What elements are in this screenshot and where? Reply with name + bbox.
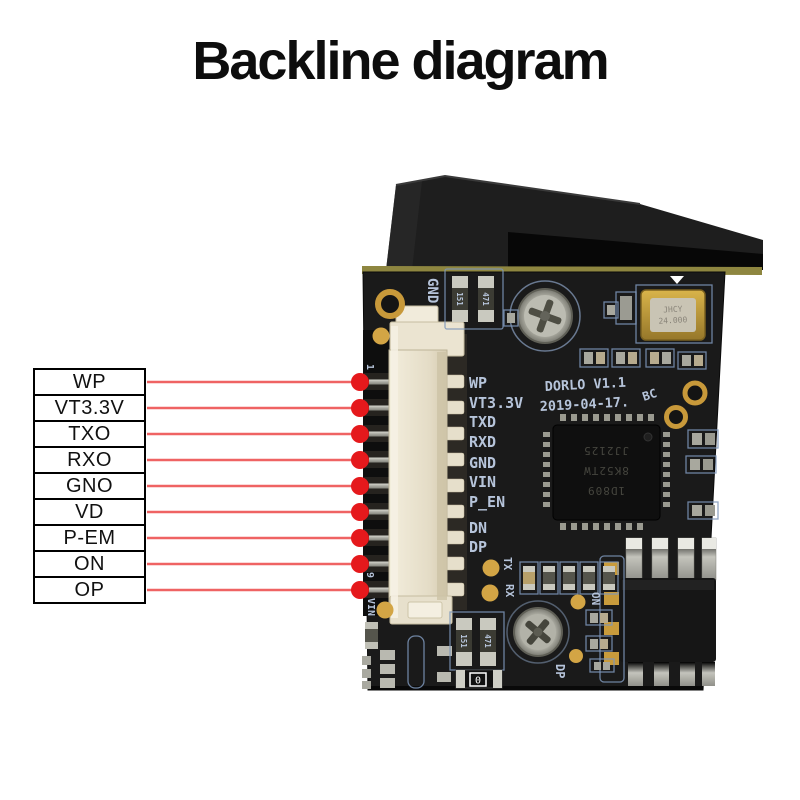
smd-resistor-pair-top: 151 471	[444, 268, 504, 330]
main-chip-marking: 1D809	[587, 484, 625, 497]
pin-label-wp: WP	[72, 371, 107, 393]
leader-dot	[351, 529, 369, 547]
pin-label-rxo: RXO	[35, 446, 144, 472]
screw-top	[503, 280, 619, 352]
silkscreen-pin-label: P_EN	[469, 493, 505, 511]
leader-dot	[351, 477, 369, 495]
main-chip: 1D809 8K52TW JJ2125	[543, 414, 670, 530]
pin1-label: 1	[364, 364, 375, 370]
page-title: Backline diagram	[192, 31, 609, 91]
on-label: ON	[589, 592, 602, 605]
leader-dot	[351, 425, 369, 443]
silkscreen-pin-label: TXD	[469, 413, 496, 431]
resistor-marking: 151	[455, 292, 464, 306]
leader-dot	[351, 399, 369, 417]
smd-components-row	[579, 348, 707, 370]
uart-pads	[481, 559, 619, 602]
pin-label-vd: VD	[35, 498, 144, 524]
silkscreen-labels: WP VT3.3V TXD RXD GND VIN P_EN DN DP DOR…	[364, 278, 659, 678]
screw-bottom	[506, 600, 570, 664]
pin-label-table: WP VT3.3V TXO RXO GNO VD P-EM ON OP	[33, 368, 146, 604]
leader-dot	[351, 555, 369, 573]
main-chip-marking: JJ2125	[583, 444, 629, 457]
pin9-label: 9	[364, 572, 375, 578]
right-edge-components	[664, 380, 719, 520]
mounting-hole	[372, 289, 405, 345]
bottom-left-components: 151 471 0	[362, 601, 505, 689]
dp-label: DP	[553, 664, 567, 678]
board-model-label: DORLO V1.1	[544, 375, 626, 395]
resistor-marking: 471	[481, 292, 490, 306]
main-chip-marking: 8K52TW	[583, 464, 629, 477]
leader-dot	[351, 581, 369, 599]
leader-dot	[351, 503, 369, 521]
pin-header-pins	[364, 373, 390, 598]
leader-dot	[351, 373, 369, 391]
pin-label-on: ON	[35, 550, 144, 576]
vin-label: VIN	[365, 598, 376, 616]
resistor-marking: 151	[459, 634, 468, 648]
tx-label: TX	[501, 557, 514, 571]
sensor-housing	[386, 174, 763, 270]
on-dp-pads	[569, 594, 615, 673]
pin-label-op: OP	[35, 576, 144, 602]
silkscreen-pin-label: VT3.3V	[469, 394, 523, 412]
connector	[388, 305, 467, 625]
board-rev-label: BC	[641, 386, 659, 404]
main-chip-pads	[543, 414, 670, 530]
silkscreen-pin-label: RXD	[469, 433, 496, 451]
crystal-brand: JHCY	[663, 304, 683, 314]
silkscreen-pin-label: DN	[469, 519, 487, 537]
board-date-label: 2019-04-17.	[539, 394, 629, 415]
gnd-corner-label: GND	[424, 278, 440, 303]
silkscreen-pin-label: GND	[469, 454, 496, 472]
crystal-oscillator: JHCY 24.000	[615, 276, 713, 344]
crystal-frequency: 24.000	[658, 315, 688, 326]
leader-dot	[351, 451, 369, 469]
rx-label: RX	[503, 584, 516, 598]
resistor-marking: 0	[475, 676, 481, 687]
resistor-marking: 471	[483, 634, 492, 648]
pin-label-p-em: P-EM	[35, 524, 144, 550]
silkscreen-pin-label: VIN	[469, 473, 496, 491]
pin-label-txo: TXO	[35, 420, 144, 446]
pin-label-gno: GNO	[35, 472, 144, 498]
flash-chip	[599, 537, 717, 686]
silkscreen-pin-label: WP	[469, 374, 487, 392]
lens-shadow	[508, 232, 763, 270]
silkscreen-pin-label: DP	[469, 538, 487, 556]
pin-label-vt33v: VT3.3V	[35, 394, 144, 420]
